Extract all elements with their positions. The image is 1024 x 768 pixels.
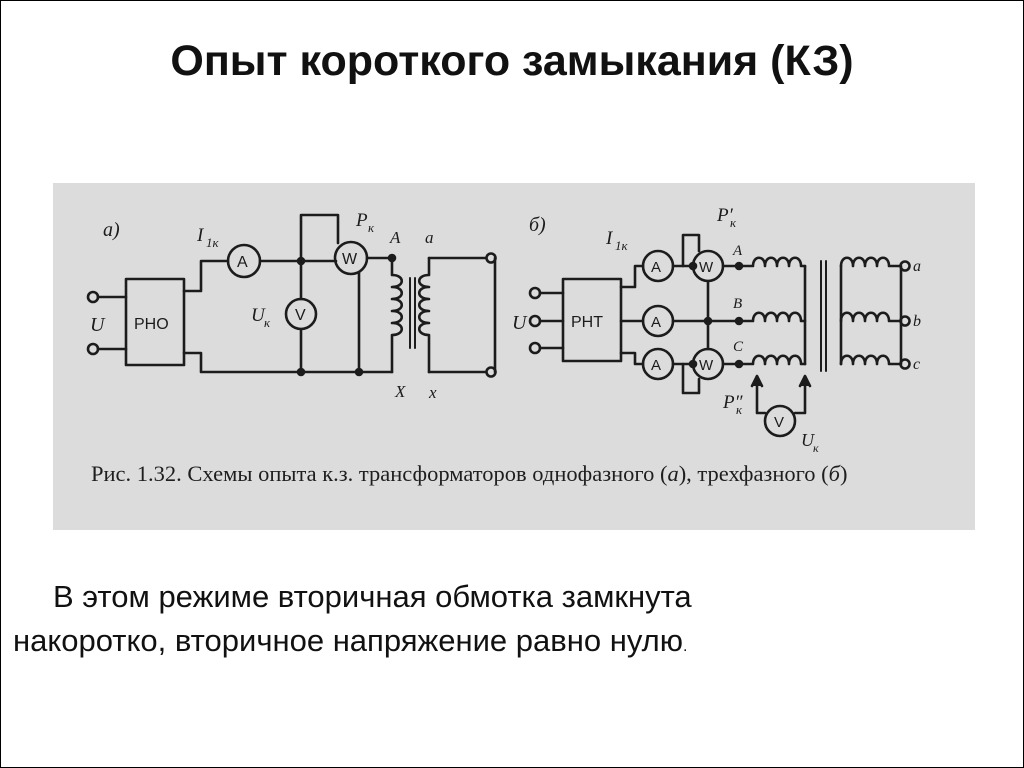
svg-text:W: W [699, 357, 714, 374]
svg-text:к: к [730, 215, 737, 230]
figure-caption: Рис. 1.32. Схемы опыта к.з. трансформато… [91, 461, 848, 486]
regulator-rno-label: РНО [134, 316, 169, 333]
svg-text:A: A [732, 243, 743, 259]
svg-text:b: b [913, 313, 921, 330]
body-text: В этом режиме вторичная обмотка замкнута… [13, 575, 1013, 669]
svg-text:V: V [295, 307, 306, 324]
svg-text:U: U [251, 305, 266, 326]
panel-b-label: б) [529, 214, 546, 236]
svg-text:I: I [605, 228, 614, 249]
svg-text:к: к [368, 220, 375, 235]
svg-text:a: a [425, 228, 434, 247]
regulator-rnt-label: РНТ [571, 314, 603, 331]
svg-text:A: A [389, 228, 401, 247]
input-voltage-label: U [90, 314, 106, 336]
body-line-1: В этом режиме вторичная обмотка замкнута [53, 579, 692, 614]
svg-text:P′: P′ [716, 205, 734, 226]
svg-text:I: I [196, 225, 205, 246]
svg-text:P: P [355, 210, 368, 231]
svg-text:X: X [394, 382, 406, 401]
svg-text:C: C [733, 339, 744, 355]
circuit-diagram: а) U РНО A W I 1к P [86, 205, 921, 455]
svg-text:A: A [237, 254, 248, 271]
input-terminal-top [86, 290, 100, 304]
svg-text:1к: 1к [615, 238, 629, 253]
svg-text:к: к [736, 402, 743, 417]
svg-text:A: A [651, 259, 661, 276]
circuit-figure: а) U РНО A W I 1к P [53, 183, 975, 530]
voltmeter-phase [763, 404, 797, 438]
input-terminal-bottom [86, 342, 100, 356]
svg-text:W: W [342, 251, 358, 268]
regulator-rno [124, 277, 186, 367]
svg-text:U: U [801, 430, 815, 450]
body-line-2: накоротко, вторичное напряжение равно ну… [13, 623, 688, 658]
svg-text:B: B [733, 296, 742, 312]
svg-text:V: V [774, 414, 784, 431]
svg-text:x: x [428, 383, 437, 402]
slide-title: Опыт короткого замыкания (КЗ) [170, 37, 854, 85]
svg-text:к: к [264, 315, 271, 330]
svg-text:1к: 1к [206, 235, 220, 250]
svg-text:W: W [699, 259, 714, 276]
svg-text:A: A [651, 314, 661, 331]
svg-text:a: a [913, 258, 921, 275]
svg-text:P″: P″ [722, 392, 744, 413]
svg-text:к: к [813, 441, 819, 455]
svg-text:A: A [651, 357, 661, 374]
svg-text:c: c [913, 356, 920, 373]
panel-a-label: а) [103, 219, 120, 241]
svg-text:U: U [512, 312, 528, 334]
